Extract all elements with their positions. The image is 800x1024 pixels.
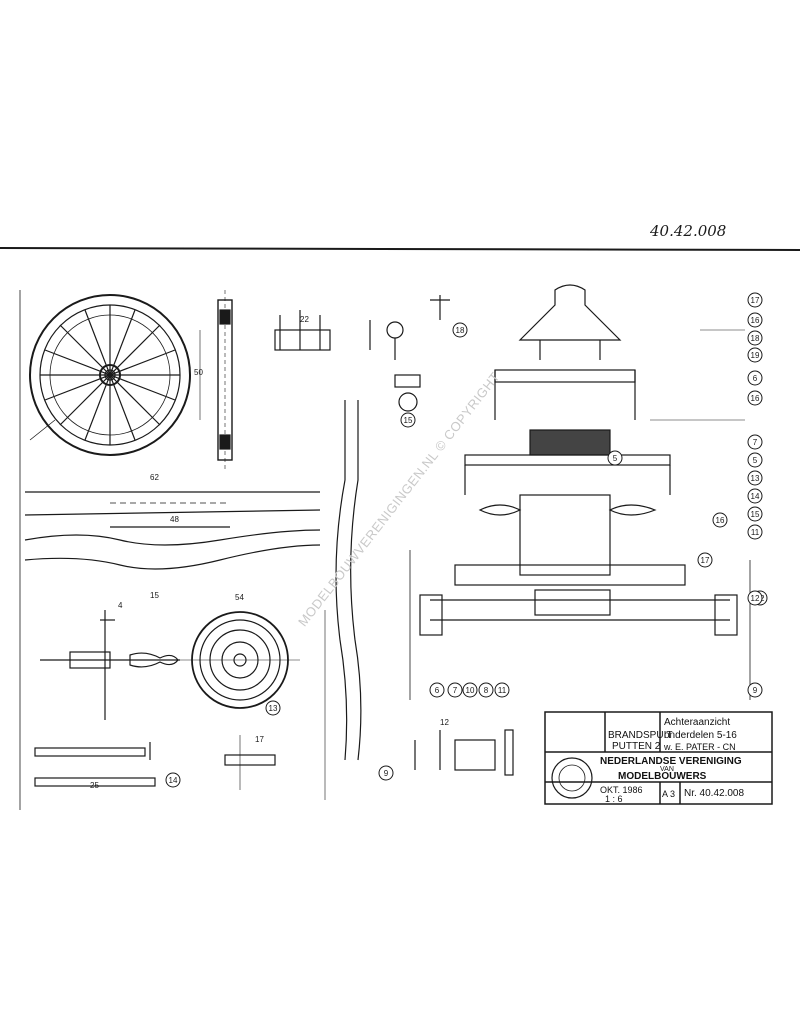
- title-org-line1: NEDERLANDSE VERENIGING: [600, 756, 742, 767]
- title-drawn-by: w. E. PATER - CN: [664, 742, 736, 752]
- title-date: OKT. 1986: [600, 785, 643, 795]
- title-org-line2: VAN: [660, 766, 674, 773]
- title-sheet-size: A 3: [662, 789, 676, 799]
- pulley-wheel-drawing: [180, 611, 300, 709]
- title-name-line1: BRANDSPUIT: [608, 730, 673, 741]
- title-name-line2: PUTTEN 2: [612, 741, 661, 752]
- title-drawing-number: Nr. 40.42.008: [684, 788, 745, 799]
- title-subject-line1: Achteraanzicht: [664, 717, 731, 728]
- sheet-top-border: [0, 247, 800, 251]
- small-parts-cluster: [274, 295, 450, 412]
- curved-rod-drawing: [324, 400, 362, 800]
- title-block-frame: [544, 711, 773, 805]
- rear-view-assembly-drawing: [409, 284, 751, 700]
- title-org-line3: MODELBOUWERS: [618, 771, 707, 782]
- bottom-strips-drawing: [34, 729, 514, 790]
- spoked-wheel-drawing: [29, 294, 191, 456]
- title-scale: 1 : 6: [605, 794, 623, 804]
- handle-assembly-drawing: [40, 610, 180, 720]
- long-beam-drawing: [24, 491, 321, 570]
- wheel-section-drawing: [199, 290, 233, 470]
- title-subject-line2: onderdelen 5-16: [664, 730, 737, 741]
- sheet-number-handwritten: 40.42.008: [650, 222, 727, 240]
